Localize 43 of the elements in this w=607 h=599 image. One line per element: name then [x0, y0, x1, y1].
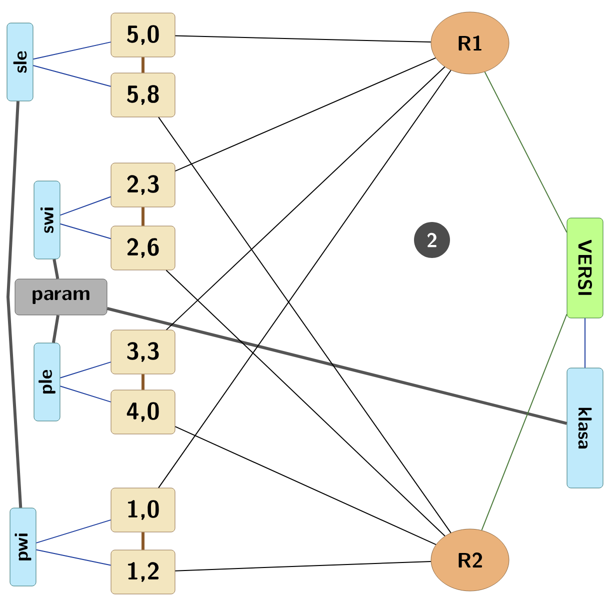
connector-line [32, 42, 112, 60]
value-box: 3,3 [110, 330, 176, 374]
value-box: 5,0 [110, 12, 176, 58]
connector-line [6, 101, 22, 508]
connector-line [142, 532, 144, 550]
value-box: 1,0 [110, 488, 176, 532]
connector-line [142, 207, 144, 226]
connector-line [174, 57, 436, 172]
connector-line [158, 116, 452, 534]
connector-line [106, 307, 568, 425]
connector-line [60, 386, 112, 402]
connector-line [60, 196, 112, 216]
attribute-box: sle [6, 22, 34, 102]
connector-line [60, 362, 112, 378]
number-badge: 2 [414, 222, 450, 258]
attribute-box: ple [34, 342, 60, 422]
connector-line [36, 519, 112, 544]
connector-line [142, 374, 144, 390]
value-box: 2,6 [110, 226, 176, 270]
connector-line [52, 258, 60, 280]
connector-line [174, 560, 432, 572]
value-box: 4,0 [110, 390, 176, 434]
attribute-box: pwi [10, 508, 36, 586]
connector-line [484, 71, 568, 233]
connector-line [481, 314, 568, 531]
connector-line [174, 35, 432, 43]
connector-line [166, 270, 446, 537]
connector-line [32, 65, 112, 87]
connector-line [60, 223, 112, 240]
attribute-box: swi [34, 180, 60, 260]
connector-line [158, 70, 452, 488]
value-box: 2,3 [110, 162, 176, 208]
connector-line [36, 549, 112, 566]
value-box: 5,8 [110, 72, 176, 118]
connector-line [52, 314, 60, 344]
connector-line [174, 426, 436, 546]
value-box: 1,2 [110, 550, 176, 594]
connector-line [142, 57, 144, 73]
connector-line [166, 66, 446, 330]
attribute-box: klasa [566, 368, 604, 488]
connector-line [584, 318, 586, 368]
class-box: VERSI [566, 218, 604, 318]
parameter-box: param [14, 278, 108, 316]
